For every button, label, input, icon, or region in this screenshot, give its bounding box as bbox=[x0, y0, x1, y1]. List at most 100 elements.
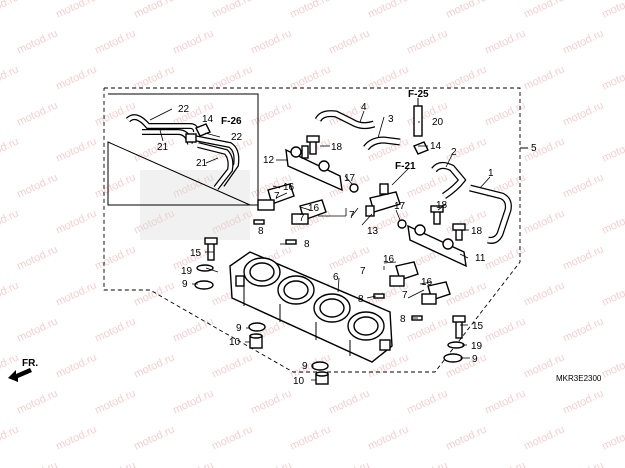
watermark-text: motod.ru bbox=[444, 0, 488, 21]
watermark-text: motod.ru bbox=[93, 315, 137, 344]
injector-16-a bbox=[257, 183, 295, 211]
watermark-text: motod.ru bbox=[132, 279, 176, 308]
callout-13: 13 bbox=[367, 226, 379, 237]
watermark-text: motod.ru bbox=[54, 423, 98, 452]
injector-16-d bbox=[421, 281, 451, 305]
grommet-9-b bbox=[443, 353, 463, 363]
watermark-text: motod.ru bbox=[54, 63, 98, 92]
washer-19-b bbox=[447, 341, 465, 349]
front-direction-label: FR. bbox=[22, 358, 38, 369]
callout-22: 22 bbox=[178, 104, 190, 115]
ref-f21: F-21 bbox=[395, 161, 416, 172]
callout-17: 17 bbox=[394, 201, 406, 212]
watermark-text: motod.ru bbox=[15, 99, 59, 128]
watermark-text: motod.ru bbox=[15, 315, 59, 344]
watermark-text: motod.ru bbox=[405, 459, 449, 468]
callout-21: 21 bbox=[196, 158, 208, 169]
watermark-text: motod.ru bbox=[171, 27, 215, 56]
leader-lines bbox=[149, 108, 491, 381]
collar-10-a bbox=[249, 333, 263, 349]
callout-21: 21 bbox=[157, 142, 169, 153]
grommet-9-c bbox=[248, 322, 266, 332]
grommet-9-a bbox=[194, 280, 214, 290]
callout-10: 10 bbox=[293, 376, 305, 387]
callout-9: 9 bbox=[182, 279, 188, 290]
watermark-text: motod.ru bbox=[132, 0, 176, 21]
fuel-rail-12 bbox=[285, 145, 343, 192]
watermark-text: motod.ru bbox=[600, 0, 625, 21]
watermark-text: motod.ru bbox=[522, 207, 566, 236]
watermark-text: motod.ru bbox=[249, 387, 293, 416]
watermark-text: motod.ru bbox=[483, 243, 527, 272]
callout-3: 3 bbox=[388, 114, 394, 125]
watermark-text: motod.ru bbox=[561, 387, 605, 416]
bolt-15-a bbox=[204, 237, 218, 261]
bolt-18-b bbox=[430, 205, 444, 225]
watermark-text: motod.ru bbox=[522, 423, 566, 452]
callout-16: 16 bbox=[283, 182, 295, 193]
watermark-text: motod.ru bbox=[327, 27, 371, 56]
joint-14 bbox=[195, 123, 429, 155]
watermark-text: motod.ru bbox=[600, 351, 625, 380]
watermark-text: motod.ru bbox=[561, 171, 605, 200]
watermark-text: motod.ru bbox=[522, 279, 566, 308]
hose-21-22-group bbox=[125, 114, 240, 190]
callout-12: 12 bbox=[263, 155, 275, 166]
watermark-text: motod.ru bbox=[444, 279, 488, 308]
watermark-text: motod.ru bbox=[171, 459, 215, 468]
watermark-text: motod.ru bbox=[54, 207, 98, 236]
watermark-text: motod.ru bbox=[0, 423, 21, 452]
pipe-20 bbox=[413, 98, 423, 137]
watermark-text: motod.ru bbox=[288, 0, 332, 21]
watermark-text: motod.ru bbox=[366, 423, 410, 452]
ref-f25: F-25 bbox=[408, 89, 429, 100]
watermark-text: motod.ru bbox=[561, 459, 605, 468]
watermark-text: motod.ru bbox=[0, 279, 21, 308]
callout-labels: 22 14 F-26 22 21 21 4 3 F-25 20 14 2 1 5… bbox=[22, 89, 602, 387]
watermark-text: motod.ru bbox=[210, 351, 254, 380]
callout-9: 9 bbox=[236, 323, 242, 334]
watermark-text: motod.ru bbox=[15, 27, 59, 56]
hose-1 bbox=[469, 184, 512, 244]
watermark-text: motod.ru bbox=[93, 99, 137, 128]
watermark-text: motod.ru bbox=[600, 423, 625, 452]
watermark-text: motod.ru bbox=[93, 387, 137, 416]
watermark-text: motod.ru bbox=[0, 63, 21, 92]
callout-19: 19 bbox=[181, 266, 193, 277]
watermark-text: motod.ru bbox=[288, 423, 332, 452]
watermark-text: motod.ru bbox=[249, 459, 293, 468]
watermark-text: motod.ru bbox=[15, 387, 59, 416]
callout-4: 4 bbox=[361, 102, 367, 113]
watermark-text: motod.ru bbox=[405, 27, 449, 56]
watermark-text: motod.ru bbox=[171, 387, 215, 416]
callout-9: 9 bbox=[302, 361, 308, 372]
watermark-text: motod.ru bbox=[561, 315, 605, 344]
washer-19-a bbox=[196, 264, 214, 272]
callout-7: 7 bbox=[402, 290, 408, 301]
callout-11: 11 bbox=[475, 253, 486, 264]
callout-15: 15 bbox=[472, 321, 484, 332]
watermark-text: motod.ru bbox=[327, 459, 371, 468]
watermark-text: motod.ru bbox=[600, 135, 625, 164]
callout-7: 7 bbox=[360, 266, 366, 277]
callout-18: 18 bbox=[436, 200, 448, 211]
watermark-text: motod.ru bbox=[54, 279, 98, 308]
watermark-text: motod.ru bbox=[210, 423, 254, 452]
bolt-18-c bbox=[452, 223, 466, 241]
watermark-text: motod.ru bbox=[93, 243, 137, 272]
callout-14: 14 bbox=[430, 141, 442, 152]
watermark-text: motod.ru bbox=[600, 279, 625, 308]
watermark-text: motod.ru bbox=[366, 0, 410, 21]
ref-f26: F-26 bbox=[221, 116, 242, 127]
callout-8: 8 bbox=[358, 294, 364, 305]
bolt-18-a bbox=[306, 135, 320, 155]
assembly-outline bbox=[103, 87, 521, 373]
callout-20: 20 bbox=[432, 117, 444, 128]
watermark-text: motod.ru bbox=[483, 459, 527, 468]
injector-16-c bbox=[389, 261, 419, 287]
o-ring-17-b bbox=[397, 219, 407, 229]
throttle-body-6 bbox=[229, 251, 393, 363]
callout-15: 15 bbox=[190, 248, 202, 259]
watermark-text: motod.ru bbox=[327, 387, 371, 416]
